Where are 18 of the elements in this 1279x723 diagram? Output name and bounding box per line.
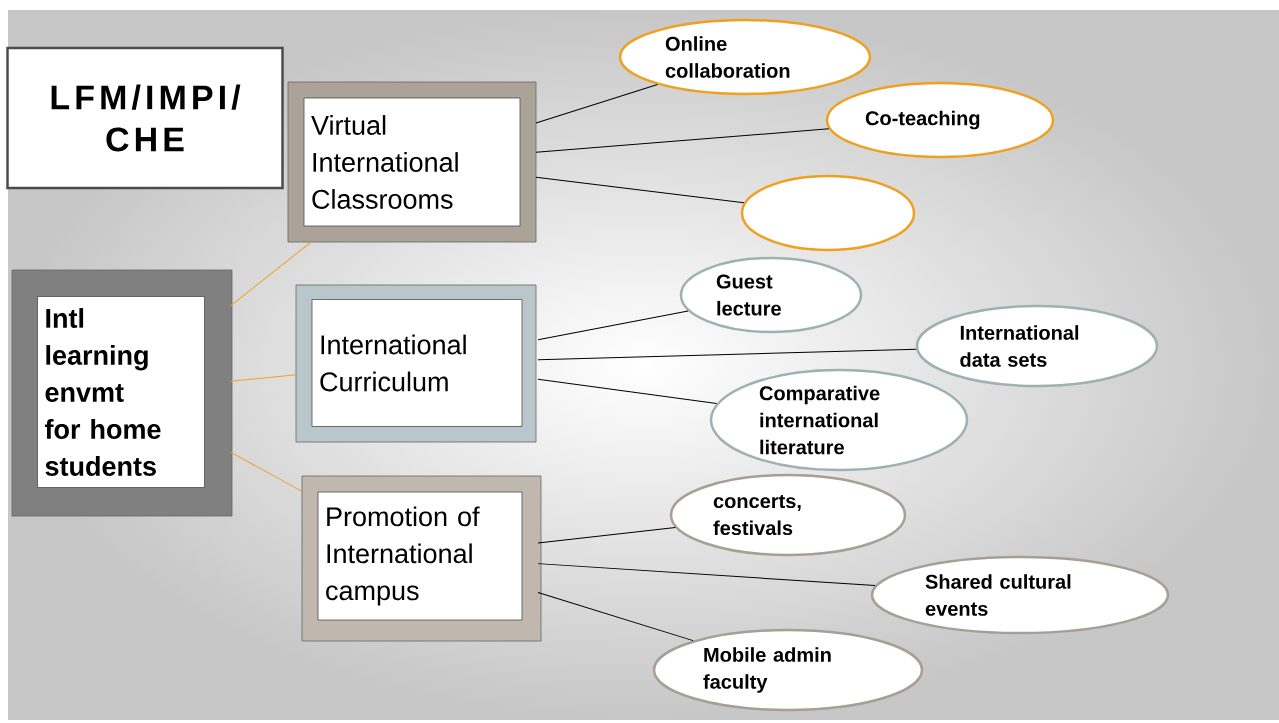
- connector-line: [535, 128, 830, 153]
- framed-box: Intl learning envmt for home students: [11, 269, 233, 517]
- connector-line: [535, 176, 745, 204]
- connector-line: [537, 591, 694, 642]
- title-box: LFM/IMPI/ CHE: [6, 46, 284, 190]
- connector-line: [230, 374, 297, 382]
- connector-line: [537, 527, 676, 544]
- connector-line: [230, 451, 303, 492]
- framed-box: Virtual International Classrooms: [287, 81, 537, 243]
- connector-line: [537, 310, 689, 341]
- framed-box: Promotion of International campus: [301, 475, 542, 642]
- ellipse: [740, 174, 916, 252]
- connector-line: [537, 378, 718, 404]
- connector-line: [535, 84, 659, 124]
- connector-line: [537, 348, 917, 361]
- connector-line: [537, 563, 876, 587]
- connector-line: [230, 241, 312, 307]
- framed-box: International Curriculum: [295, 284, 537, 443]
